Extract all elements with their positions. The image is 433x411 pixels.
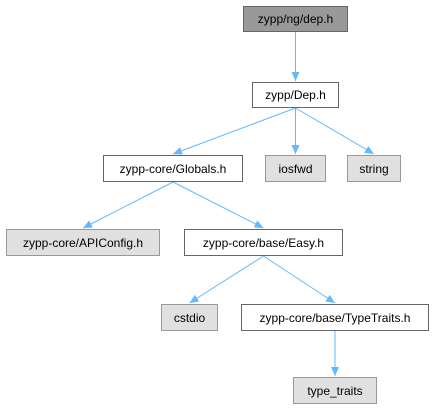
- edge-dep-to-globals: [172, 107, 296, 155]
- node-typetraits-label: zypp-core/base/TypeTraits.h: [259, 310, 411, 325]
- edge-easy-to-typetraits: [263, 255, 336, 304]
- edge-globals-to-apiconfig: [82, 181, 174, 229]
- node-globals[interactable]: zypp-core/Globals.h: [103, 155, 243, 182]
- node-string-label: string: [359, 161, 389, 176]
- node-root: zypp/ng/dep.h: [243, 6, 348, 32]
- node-apiconfig: zypp-core/APIConfig.h: [6, 229, 160, 256]
- node-type-traits-label: type_traits: [307, 383, 363, 398]
- node-cstdio: cstdio: [161, 304, 218, 331]
- node-easy-label: zypp-core/base/Easy.h: [202, 235, 325, 250]
- node-iosfwd: iosfwd: [265, 155, 326, 182]
- node-easy[interactable]: zypp-core/base/Easy.h: [184, 229, 343, 256]
- node-cstdio-label: cstdio: [173, 310, 206, 325]
- edge-easy-to-cstdio: [189, 255, 264, 304]
- edge-dep-to-string: [295, 107, 375, 155]
- node-globals-label: zypp-core/Globals.h: [119, 161, 227, 176]
- node-dep[interactable]: zypp/Dep.h: [252, 82, 339, 108]
- node-type-traits: type_traits: [293, 377, 377, 404]
- node-typetraits[interactable]: zypp-core/base/TypeTraits.h: [241, 304, 429, 331]
- node-apiconfig-label: zypp-core/APIConfig.h: [22, 235, 144, 250]
- edge-globals-to-easy: [172, 181, 264, 229]
- node-iosfwd-label: iosfwd: [278, 161, 313, 176]
- node-dep-label: zypp/Dep.h: [265, 88, 326, 102]
- node-string: string: [347, 155, 401, 182]
- node-root-label: zypp/ng/dep.h: [257, 12, 334, 26]
